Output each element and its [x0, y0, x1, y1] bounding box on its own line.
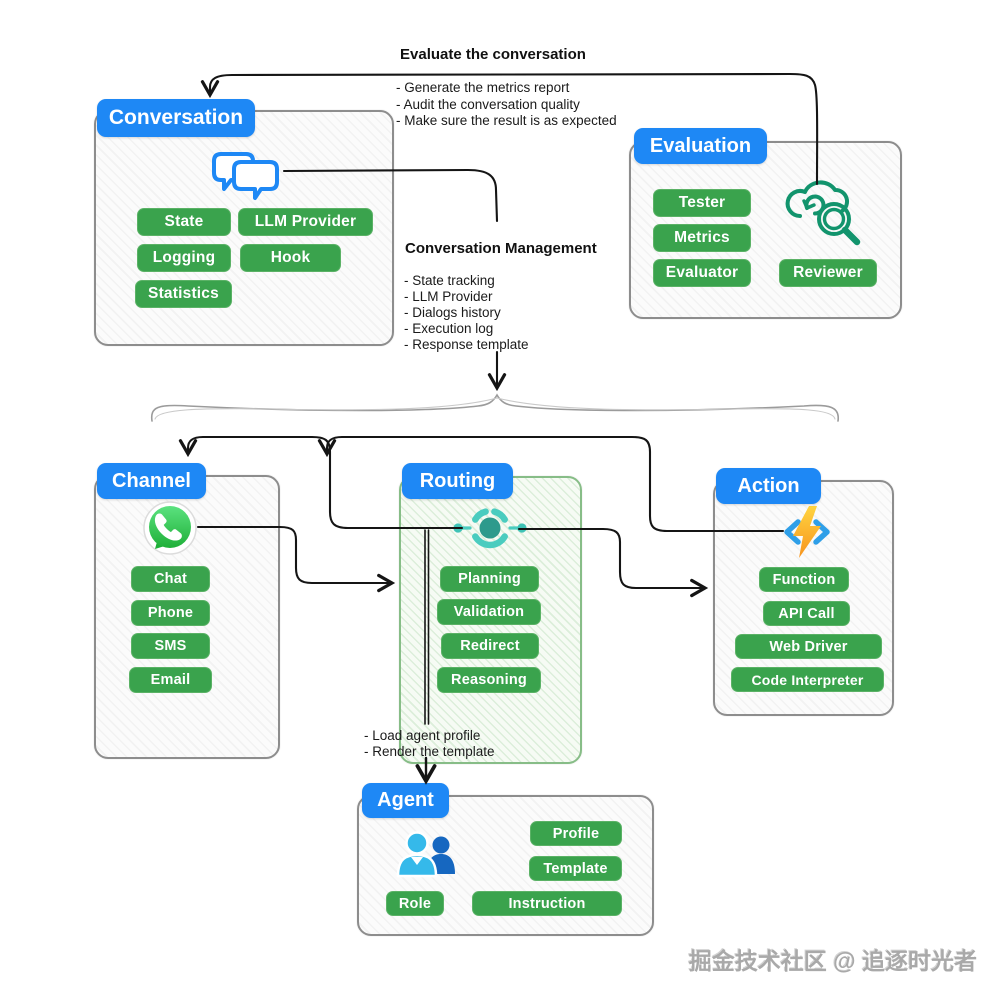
lightning-code-icon: [778, 503, 836, 566]
pill-role: Role: [386, 891, 444, 916]
cloud-search-icon: [778, 170, 868, 261]
conversation-management-title: Conversation Management: [405, 240, 597, 257]
pill-code-interpreter: Code Interpreter: [731, 667, 884, 692]
action-header: Action: [716, 468, 821, 504]
watermark-text: 掘金技术社区 @ 追逐时光者: [688, 948, 977, 974]
pill-reasoning: Reasoning: [437, 667, 541, 693]
router-hub-icon: [451, 502, 529, 559]
evaluate-note-title: Evaluate the conversation: [400, 46, 586, 63]
agent-load-item: - Load agent profile: [364, 728, 481, 743]
evaluation-header: Evaluation: [634, 128, 767, 164]
channel-header: Channel: [97, 463, 206, 499]
agent-header: Agent: [362, 783, 449, 818]
conversation-management-item: - State tracking: [404, 273, 495, 288]
pill-redirect: Redirect: [441, 633, 539, 659]
chat-bubbles-icon: [210, 147, 284, 220]
agent-load-item: - Render the template: [364, 744, 495, 759]
routing-header: Routing: [402, 463, 513, 499]
pill-phone: Phone: [131, 600, 210, 626]
evaluate-note-item: - Generate the metrics report: [396, 80, 570, 95]
pill-state: State: [137, 208, 231, 236]
pill-evaluator: Evaluator: [653, 259, 751, 287]
pill-hook: Hook: [240, 244, 341, 272]
pill-validation: Validation: [437, 599, 541, 625]
conversation-management-item: - Dialogs history: [404, 305, 501, 320]
pill-instruction: Instruction: [472, 891, 622, 916]
pill-web-driver: Web Driver: [735, 634, 882, 659]
pill-chat: Chat: [131, 566, 210, 592]
pill-email: Email: [129, 667, 212, 693]
conversation-management-item: - LLM Provider: [404, 289, 493, 304]
pill-statistics: Statistics: [135, 280, 232, 308]
pill-reviewer: Reviewer: [779, 259, 877, 287]
pill-logging: Logging: [137, 244, 231, 272]
conversation-header: Conversation: [97, 99, 255, 137]
pill-profile: Profile: [530, 821, 622, 846]
pill-planning: Planning: [440, 566, 539, 592]
whatsapp-icon: [142, 500, 198, 561]
pill-metrics: Metrics: [653, 224, 751, 252]
conversation-management-item: - Execution log: [404, 321, 494, 336]
conversation-management-item: - Response template: [404, 337, 529, 352]
pill-api-call: API Call: [763, 601, 850, 626]
people-icon: [388, 830, 466, 891]
evaluate-note-item: - Audit the conversation quality: [396, 97, 580, 112]
pill-tester: Tester: [653, 189, 751, 217]
pill-function: Function: [759, 567, 849, 592]
pill-sms: SMS: [131, 633, 210, 659]
pill-template: Template: [529, 856, 622, 881]
evaluate-note-item: - Make sure the result is as expected: [396, 113, 617, 128]
brace: [150, 393, 839, 422]
